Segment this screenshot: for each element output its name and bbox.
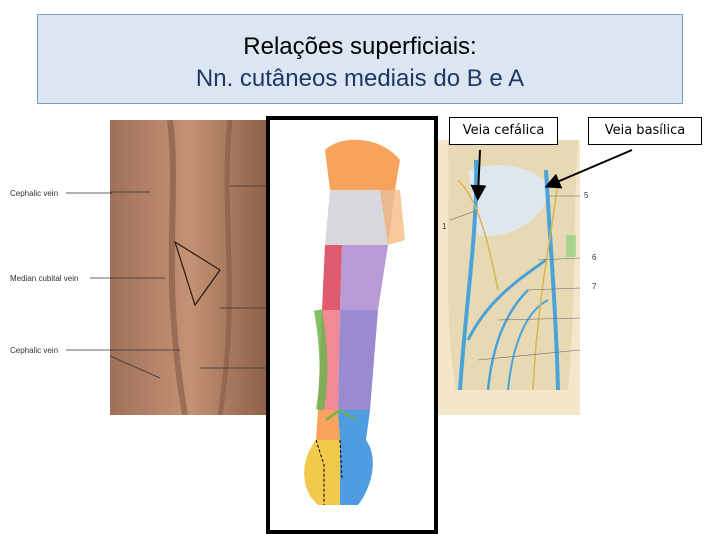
title-line-2: Nn. cutâneos mediais do B e A: [195, 65, 525, 92]
left-label-median-cubital-vein: Median cubital vein: [10, 274, 79, 283]
drawing-number-6: 6: [592, 253, 597, 262]
left-label-cephalic-vein-bottom: Cephalic vein: [10, 346, 59, 355]
dermatome-arm-figure: [266, 116, 438, 534]
cubital-veins-drawing: [438, 140, 581, 415]
title-line-1: Relações superficiais:: [243, 33, 477, 60]
title-box: Relações superficiais: Nn. cutâneos medi…: [37, 14, 683, 104]
left-label-cephalic-vein-top: Cephalic vein: [10, 189, 59, 198]
forearm-photo: [109, 119, 270, 416]
label-veia-basilica: Veia basílica: [588, 117, 702, 145]
label-veia-cefalica: Veia cefálica: [449, 117, 558, 145]
drawing-number-7: 7: [592, 282, 597, 291]
drawing-number-1: 1: [442, 222, 447, 231]
drawing-number-5: 5: [584, 191, 589, 200]
